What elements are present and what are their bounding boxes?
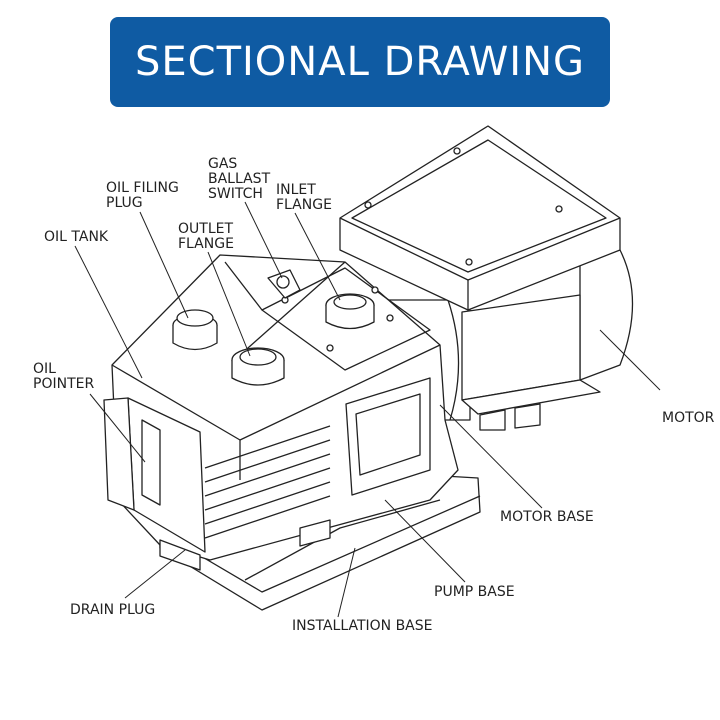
label-drain-plug: DRAIN PLUG: [70, 602, 156, 618]
label-oil-pointer: OIL POINTER: [33, 361, 95, 392]
page-title: SECTIONAL DRAWING: [134, 39, 585, 85]
inlet-flange-drawing: [282, 287, 393, 351]
label-gas-ballast-switch: GAS BALLAST SWITCH: [208, 156, 271, 202]
label-oil-tank: OIL TANK: [44, 229, 109, 245]
oil-filing-plug-drawing: [173, 310, 217, 350]
label-motor: MOTOR: [662, 410, 715, 426]
outlet-flange-drawing: [232, 348, 284, 385]
gas-ballast-switch-drawing: [268, 270, 300, 298]
label-outlet-flange: OUTLET FLANGE: [178, 221, 234, 252]
label-motor-base: MOTOR BASE: [500, 509, 594, 525]
label-pump-base: PUMP BASE: [434, 584, 515, 600]
label-oil-filing-plug: OIL FILING PLUG: [106, 180, 179, 211]
title-banner: SECTIONAL DRAWING: [110, 17, 610, 107]
label-installation-base: INSTALLATION BASE: [292, 618, 433, 634]
label-inlet-flange: INLET FLANGE: [276, 182, 332, 213]
